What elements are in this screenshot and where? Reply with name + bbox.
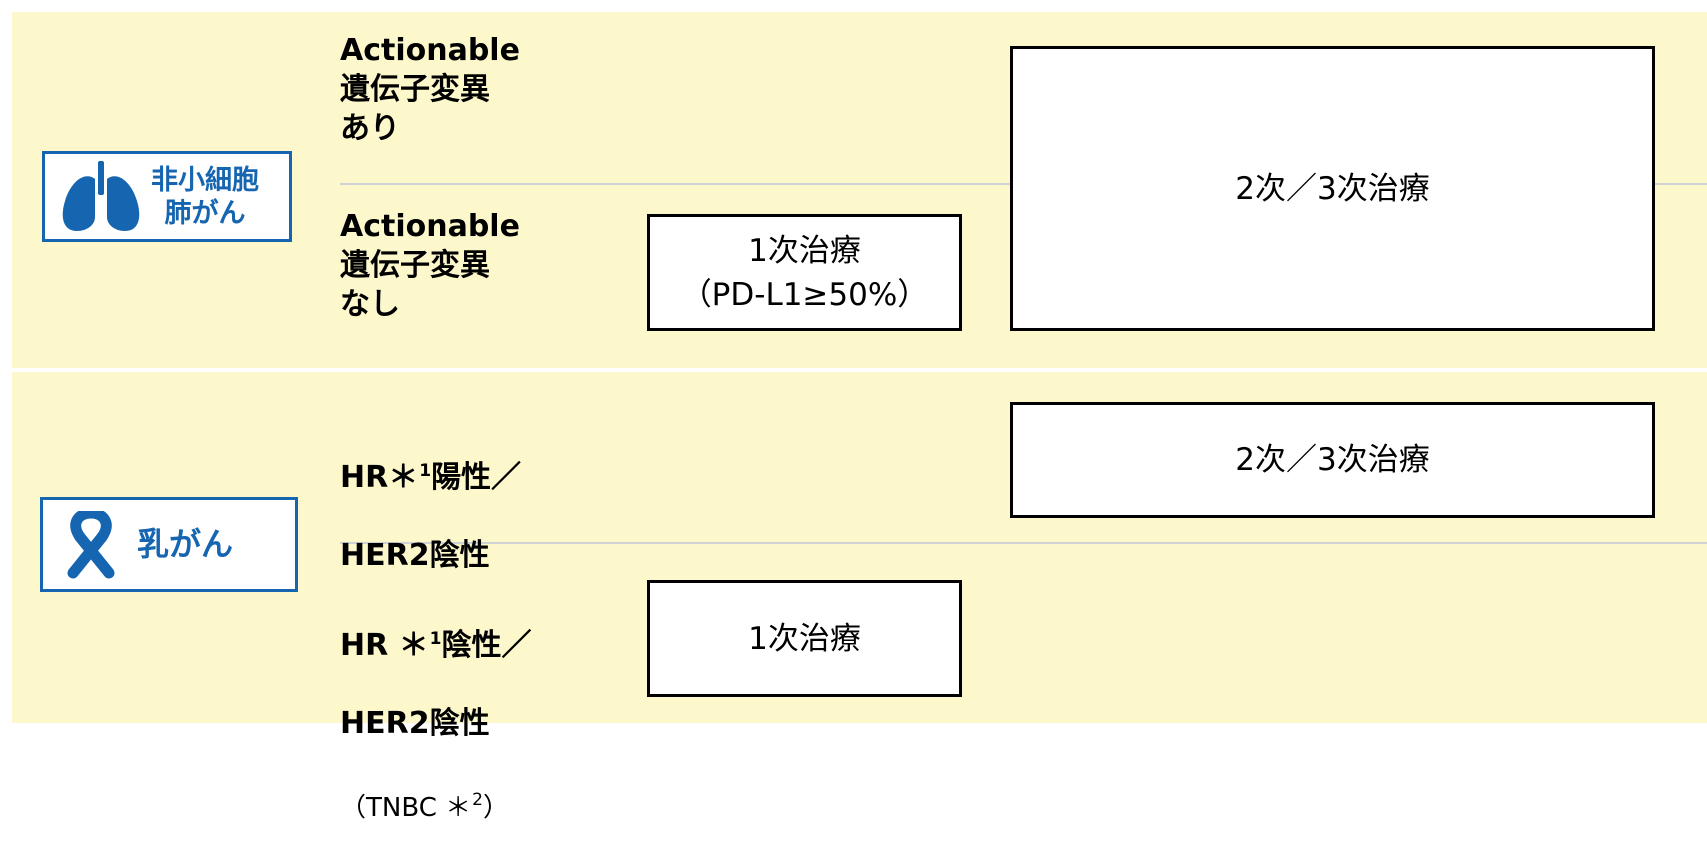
category-actionable-mutation-negative: Actionable 遺伝子変異 なし xyxy=(340,209,520,322)
category-hr-neg-mark: ＊ xyxy=(398,628,429,663)
awareness-ribbon-icon xyxy=(67,510,115,578)
category-hr-pos-mark: ＊ xyxy=(388,460,419,495)
tnbc-prefix: （TNBC xyxy=(340,793,446,823)
tnbc-mark: ＊ xyxy=(445,793,472,823)
tnbc-suffix: ） xyxy=(482,793,509,823)
category-hr-pos-line2: HER2陰性 xyxy=(340,538,490,573)
breast-first-line-label: 1次治療 xyxy=(748,620,861,657)
category-hr-neg-line2: HER2陰性 xyxy=(340,706,490,741)
category-hr-pos-prefix: HR xyxy=(340,460,389,495)
breast-later-line-label: 2次／3次治療 xyxy=(1235,442,1430,478)
breast-divider xyxy=(340,542,1707,544)
lung-badge-label-line2: 肺がん xyxy=(164,197,246,229)
footnote-2-marker: 2 xyxy=(472,790,483,810)
lung-later-line-label: 2次／3次治療 xyxy=(1235,170,1430,207)
lung-later-line-treatment-box: 2次／3次治療 xyxy=(1010,46,1655,331)
footnote-1-marker: 1 xyxy=(419,461,432,481)
lung-badge-label-line1: 非小細胞 xyxy=(151,164,259,196)
footnote-1-marker: 1 xyxy=(429,629,442,649)
category-hr-pos-rest: 陽性／ xyxy=(431,460,522,495)
category-actionable-mutation-positive: Actionable 遺伝子変異 あり xyxy=(340,33,520,146)
category-hr-neg-rest: 陰性／ xyxy=(441,628,532,663)
breast-first-line-treatment-box: 1次治療 xyxy=(647,580,962,697)
category-tnbc-note: （TNBC ＊2） xyxy=(340,782,532,826)
category-hr-neg-prefix: HR xyxy=(340,628,399,663)
lung-first-line-condition: （PD-L1≥50%） xyxy=(680,276,929,313)
breast-cancer-badge: 乳がん xyxy=(40,497,298,592)
category-hr-positive-her2-negative: HR＊1陽性／ HER2陰性 xyxy=(340,413,521,614)
lung-cancer-badge: 非小細胞 肺がん xyxy=(42,151,292,242)
lung-first-line-treatment-box: 1次治療 （PD-L1≥50%） xyxy=(647,214,962,331)
category-hr-negative-her2-negative: HR ＊1陰性／ HER2陰性 （TNBC ＊2） xyxy=(340,581,532,865)
lung-first-line-label: 1次治療 xyxy=(748,232,861,269)
lungs-icon xyxy=(62,160,140,231)
breast-badge-label: 乳がん xyxy=(137,525,234,563)
breast-later-line-treatment-box: 2次／3次治療 xyxy=(1010,402,1655,518)
